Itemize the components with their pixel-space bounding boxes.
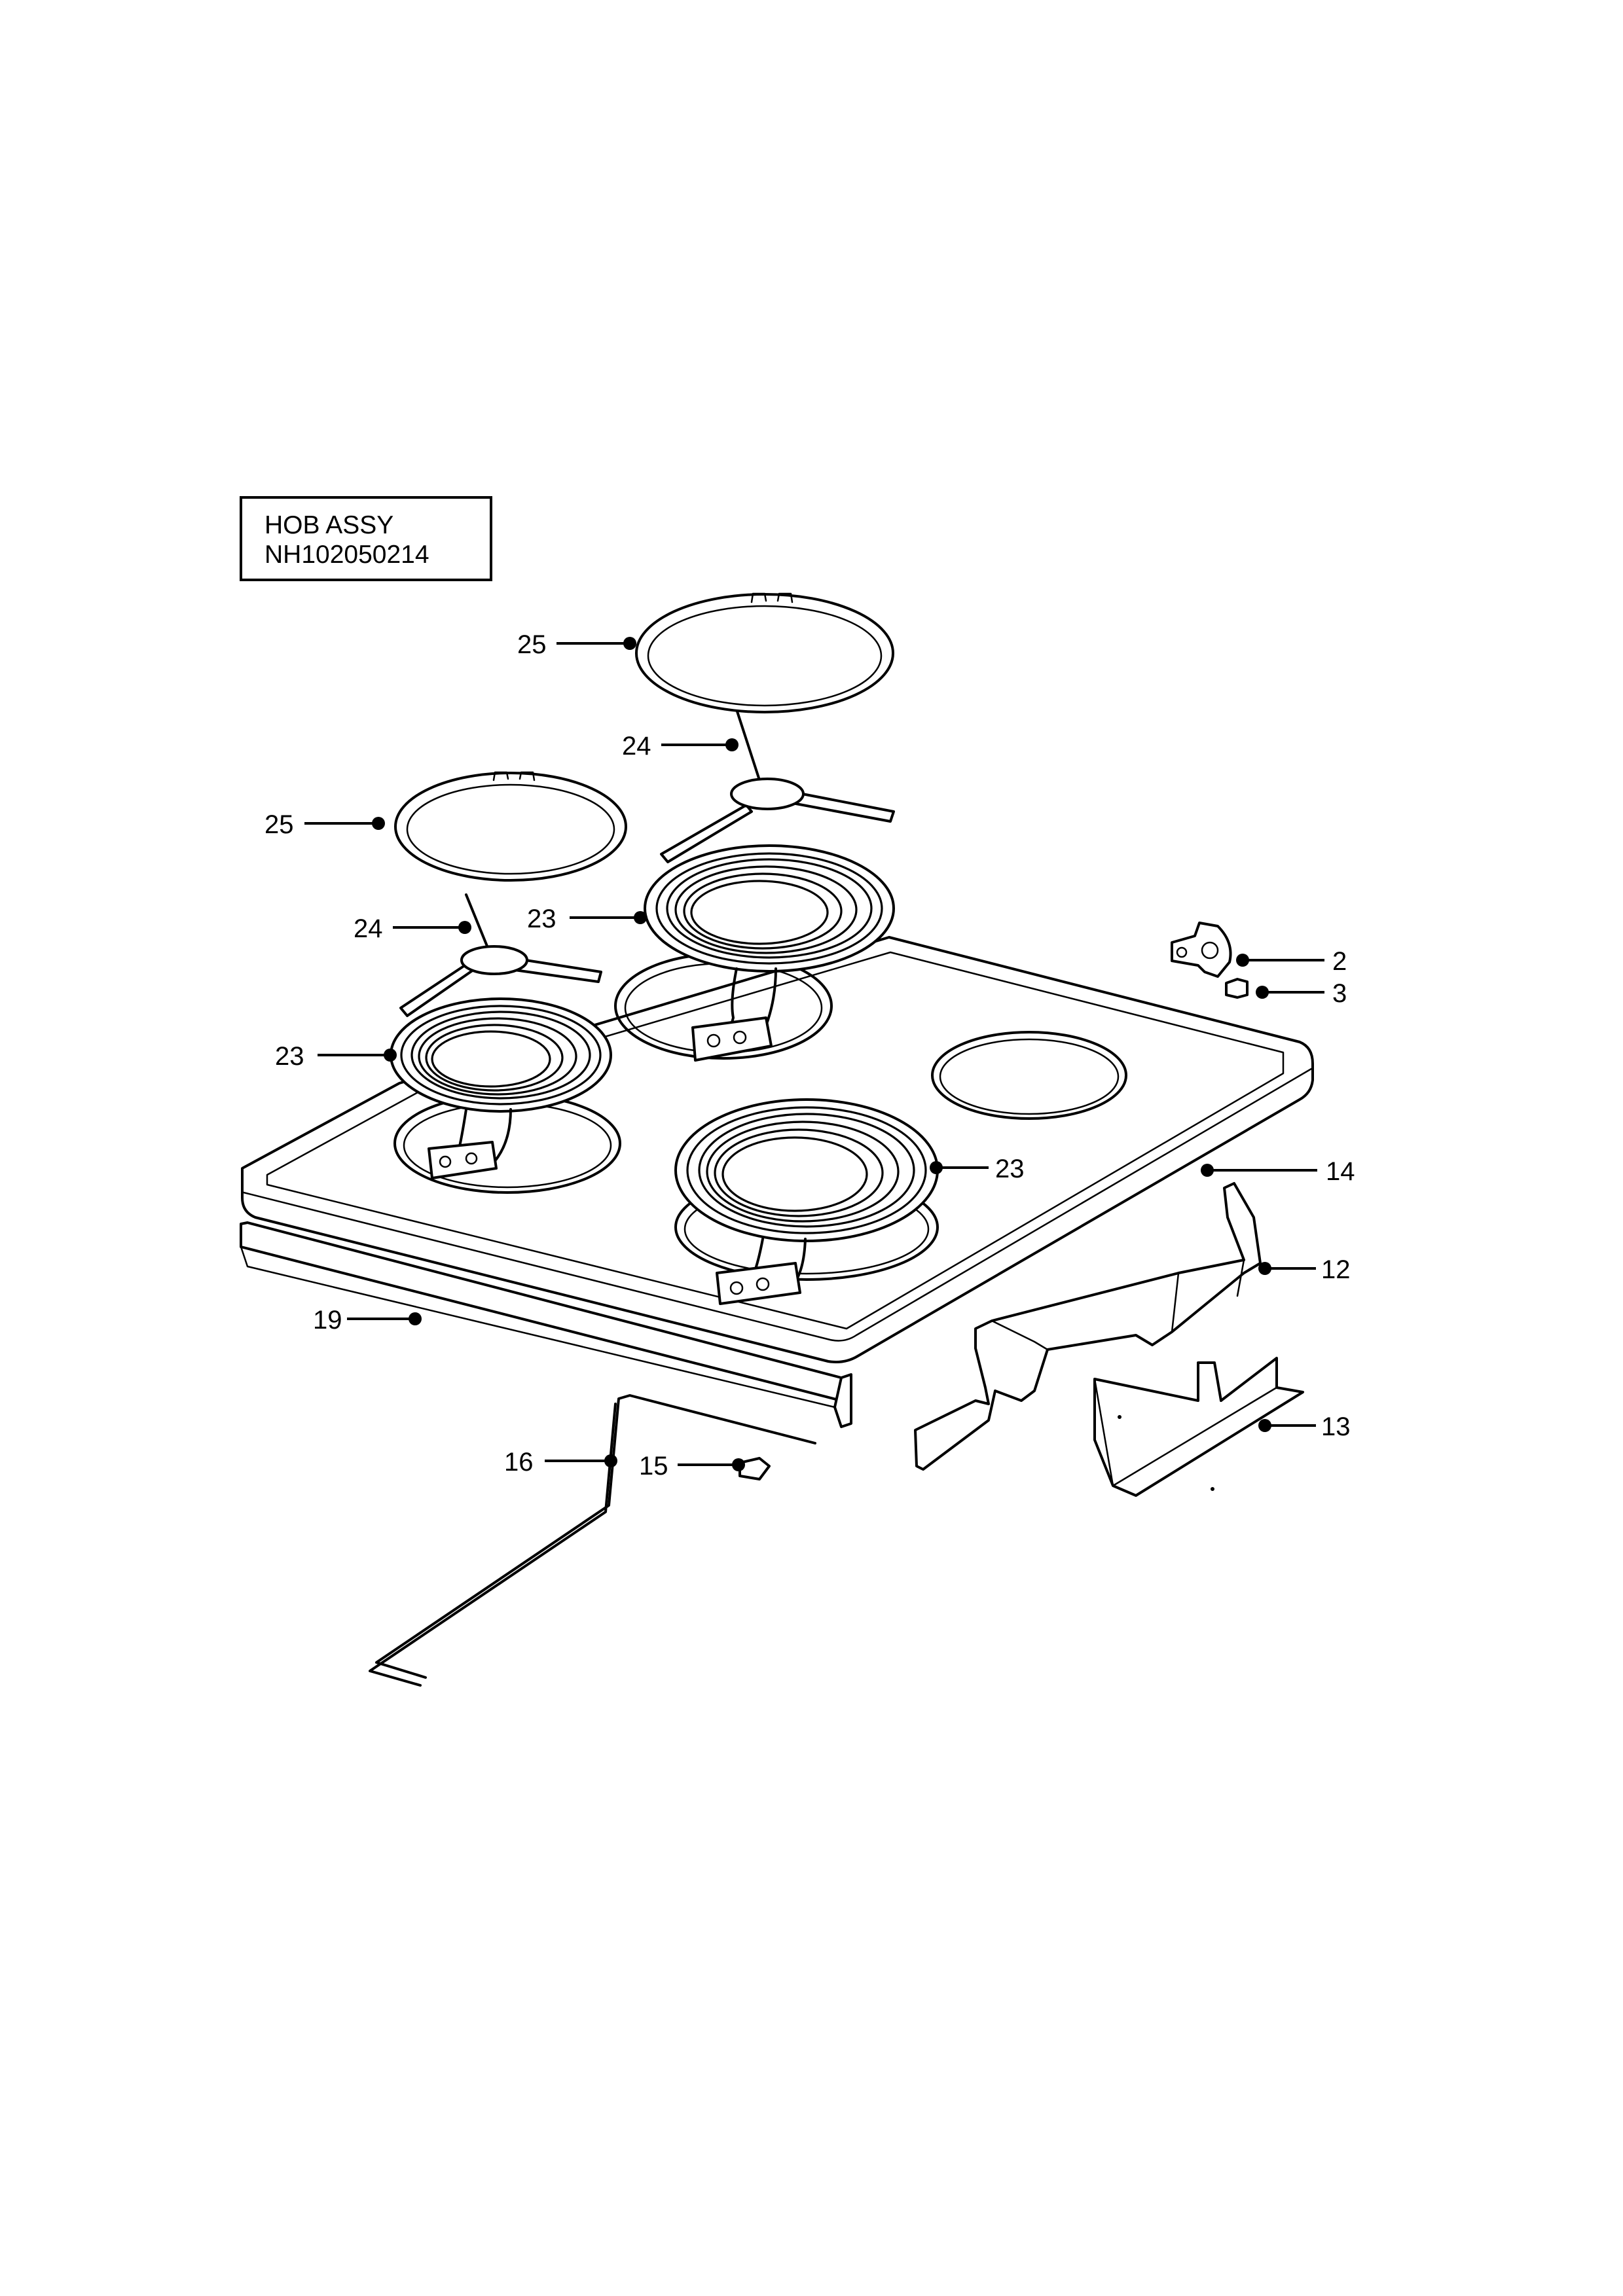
callout-2: 2 — [1332, 947, 1347, 976]
callout-13: 13 — [1321, 1412, 1351, 1441]
clip — [739, 1457, 771, 1480]
element-rear-left — [390, 997, 612, 1179]
support-spider-left — [399, 893, 602, 1017]
title-line-2: NH102050214 — [264, 541, 429, 569]
callout-23-rear-left: 23 — [275, 1042, 304, 1071]
callout-23-front: 23 — [995, 1155, 1025, 1183]
callouts: 25 24 25 23 24 23 23 — [264, 630, 1355, 1480]
callout-24-top: 24 — [622, 732, 651, 761]
screw — [1225, 978, 1249, 999]
title-box: HOB ASSY NH102050214 — [240, 496, 492, 581]
side-bracket — [914, 1182, 1262, 1471]
channel-bracket — [1093, 1357, 1304, 1497]
front-trim — [240, 1221, 852, 1428]
callout-25-left: 25 — [264, 810, 294, 839]
callout-24-left: 24 — [354, 914, 383, 943]
callout-12: 12 — [1321, 1255, 1351, 1284]
hinge-bracket — [1171, 922, 1232, 978]
element-front — [674, 1098, 939, 1305]
callout-25-top: 25 — [517, 630, 547, 659]
support-rod — [369, 1394, 816, 1687]
callout-16: 16 — [504, 1448, 534, 1477]
title-line-1: HOB ASSY — [264, 511, 394, 539]
callout-3: 3 — [1332, 979, 1347, 1008]
plate-ring-top — [635, 592, 894, 713]
callout-14: 14 — [1326, 1157, 1355, 1186]
element-rear-right — [644, 844, 895, 1062]
callout-15: 15 — [639, 1452, 668, 1480]
plate-ring-left — [394, 771, 627, 882]
support-spider-top — [660, 710, 895, 863]
callout-19: 19 — [313, 1306, 342, 1335]
callout-23-rear-right: 23 — [527, 905, 556, 933]
